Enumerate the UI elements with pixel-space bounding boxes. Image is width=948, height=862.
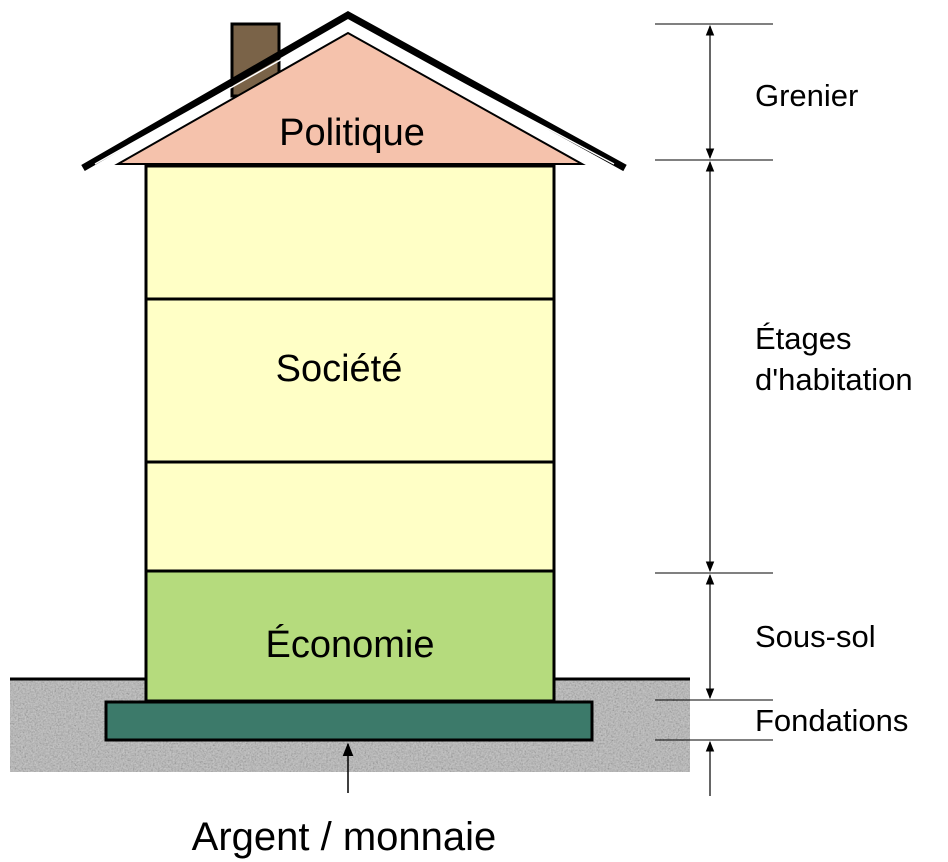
foundation-slab: [104, 700, 594, 742]
floor-middle: [144, 297, 556, 464]
level-attic-label: Grenier: [755, 78, 858, 113]
roof-eave-inner: [94, 21, 615, 165]
floors-label: Société: [276, 348, 403, 390]
money-label: Argent / monnaie: [192, 815, 497, 859]
basement-economie: [144, 569, 556, 703]
level-foundations-label: Fondations: [755, 703, 908, 738]
floor-top: [144, 164, 556, 301]
level-floors-label-1: Étages: [755, 321, 852, 356]
level-basement-label: Sous-sol: [755, 619, 876, 654]
floor-bottom: [144, 460, 556, 573]
roof-eave: [81, 10, 627, 172]
roof-label: Politique: [279, 112, 425, 154]
roof-politique: [114, 31, 586, 165]
basement-label: Économie: [266, 623, 435, 666]
level-floors-label-2: d'habitation: [755, 362, 913, 397]
